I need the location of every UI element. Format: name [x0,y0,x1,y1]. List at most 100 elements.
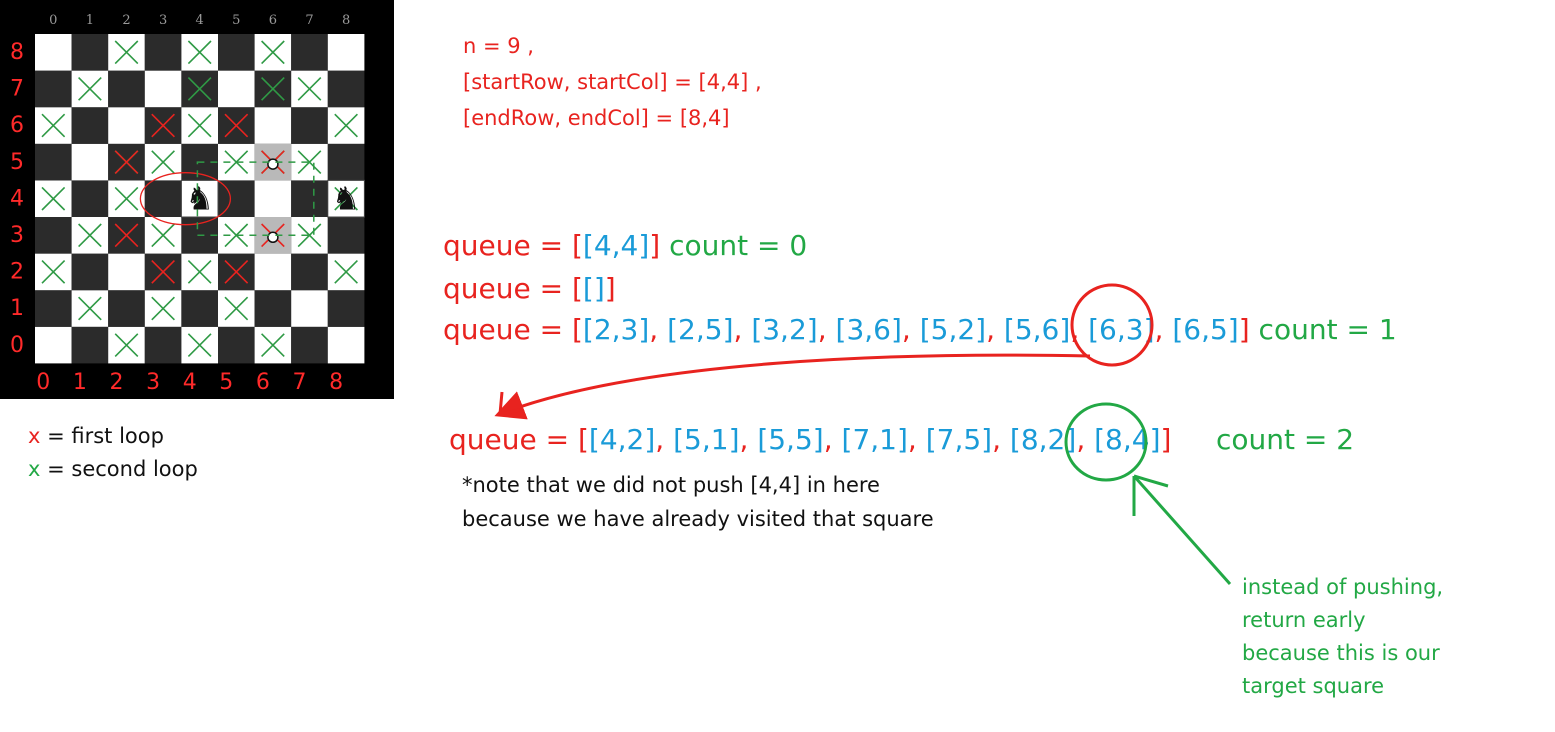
queue-separator: , [649,313,668,346]
board-square [291,107,328,144]
green-x-mark [334,113,358,138]
green-x-mark [224,150,249,174]
board-square [71,143,109,181]
bottom-col-label: 7 [293,370,307,395]
row-label: 8 [10,40,24,65]
arrow-to-target [1132,475,1232,585]
queue-separator: , [907,423,926,456]
board-square [71,326,109,364]
top-col-label: 1 [86,13,94,28]
board-square [35,290,72,327]
board-square [254,290,292,327]
queue-item: [5,2] [919,313,987,346]
board-square [254,253,292,291]
queue-item: [6,3] [1088,313,1155,346]
marked-dot [267,231,279,244]
green-x-mark [114,186,139,211]
queue-line-2: queue = [[2,3], [2,5], [3,2], [3,6], [5,… [443,313,1397,346]
green-x-mark [41,260,66,284]
queue-prefix: queue = [ [443,272,583,305]
board-square [327,143,365,181]
green-x-mark [41,113,66,138]
queue-suffix: ] [604,272,616,305]
queue-item: [2,5] [667,313,734,346]
queue-item: [5,1] [673,423,740,456]
bottom-col-label: 0 [36,370,50,395]
arrowhead-green [1132,474,1169,516]
queue-suffix: ] [649,229,661,262]
queue-prefix: queue = [ [443,313,583,346]
board-square [108,107,145,144]
top-col-label: 0 [49,13,57,28]
top-col-label: 6 [269,13,277,28]
board-square [71,180,109,217]
board-square [327,290,365,327]
legend-second-loop: x = second loop [28,457,198,481]
red-x-mark: x [28,424,41,448]
row-label: 0 [10,333,24,358]
queue-item: [7,1] [841,423,908,456]
early-return-note: instead of pushing, return early because… [1242,571,1443,703]
knight-icon: ♞ [332,180,361,218]
queue-line-3: queue = [[4,2], [5,1], [5,5], [7,1], [7,… [449,423,1354,456]
knight-icon: ♞ [185,180,214,218]
queue-count: count = 2 [1171,423,1355,456]
problem-parameters: n = 9 , [startRow, startCol] = [4,4] , [… [463,28,762,136]
queue-separator: , [655,423,674,456]
row-label: 1 [10,296,24,321]
board-square [327,34,365,71]
queue-separator: , [733,313,752,346]
board-square [71,107,109,144]
top-col-label: 7 [305,13,313,28]
queue-separator: , [901,313,920,346]
row-label: 3 [10,223,24,248]
row-label: 7 [10,77,24,102]
queue-separator: , [1070,313,1089,346]
red-x-mark [114,223,139,248]
marked-dot [267,158,279,170]
queue-item: [3,6] [835,313,902,346]
green-x-mark [261,77,285,101]
board-square [218,180,255,217]
top-col-label: 8 [342,13,350,28]
queue-item: [4,2] [588,423,656,456]
legend-second-loop-label: = second loop [40,457,198,481]
queue-suffix: ] [1160,423,1172,456]
knight-square [180,179,219,218]
green-x-mark [297,77,322,101]
board-square [218,70,255,108]
side-note-line-4: target square [1242,674,1385,698]
green-x-mark [187,40,212,65]
green-x-mark: x [28,457,41,481]
queue-line-1: queue = [[]] [443,272,616,305]
queue-suffix: ] [1238,313,1250,346]
queue-prefix: queue = [ [449,423,589,456]
bottom-col-label: 2 [110,370,124,395]
bottom-col-label: 3 [146,370,160,395]
board-square [218,326,255,364]
red-x-mark [151,260,175,284]
queue-count: count = 1 [1249,313,1397,346]
queue-item: [3,2] [751,313,818,346]
start-highlight-ellipse [139,172,232,226]
green-x-mark [334,186,358,211]
top-col-label: 3 [159,13,167,28]
side-note-line-2: return early [1242,608,1366,632]
green-x-mark [41,186,66,211]
queue-separator: , [739,423,758,456]
red-x-mark [114,150,139,174]
board-square [144,70,182,108]
queue-separator: , [1076,423,1095,456]
queue-item: [5,6] [1003,313,1071,346]
param-n: n = 9 , [463,34,534,58]
green-x-mark [151,223,175,248]
arrowhead-red [498,391,521,416]
top-col-label: 5 [232,13,240,28]
red-x-mark [151,113,175,138]
bottom-col-label: 1 [73,370,87,395]
queue-item: [5,5] [757,423,824,456]
legend-first-loop: x = first loop [28,424,164,448]
green-x-mark [187,113,212,138]
legend-first-loop-label: = first loop [40,424,164,448]
